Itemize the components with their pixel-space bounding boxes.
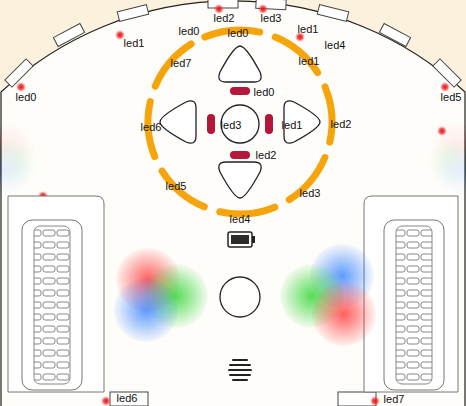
led-label: led3 <box>300 187 321 199</box>
led-label: led6 <box>141 121 162 133</box>
led-label: led4 <box>325 39 346 51</box>
led-label: led0 <box>179 25 200 37</box>
led-label: led0 <box>228 27 249 39</box>
led-label: led4 <box>230 213 251 225</box>
wheels <box>8 196 458 392</box>
battery-icon <box>228 232 255 247</box>
led-label: led1 <box>298 23 319 35</box>
led-label: led6 <box>117 392 138 404</box>
buttons <box>160 46 320 198</box>
bottom-rgb-left <box>114 248 208 342</box>
led-label: led1 <box>124 37 145 49</box>
bottom-rgb-right <box>280 244 376 346</box>
led-label: led2 <box>214 12 235 24</box>
led-label: led3 <box>221 119 242 131</box>
led-label: led0 <box>254 86 275 98</box>
center-button <box>220 277 260 317</box>
front-sensors <box>5 0 461 406</box>
led-label: led1 <box>282 119 303 131</box>
led-label: led5 <box>441 91 462 103</box>
led-label: led7 <box>384 393 405 405</box>
led-label: led0 <box>16 91 37 103</box>
led-label: led3 <box>261 12 282 24</box>
led-label: led2 <box>256 149 277 161</box>
led-label: led5 <box>166 180 187 192</box>
led-label: led1 <box>299 55 320 67</box>
led-label: led2 <box>331 118 352 130</box>
speaker-icon <box>229 360 251 380</box>
led-label: led7 <box>171 57 192 69</box>
led-ring <box>120 2 360 242</box>
